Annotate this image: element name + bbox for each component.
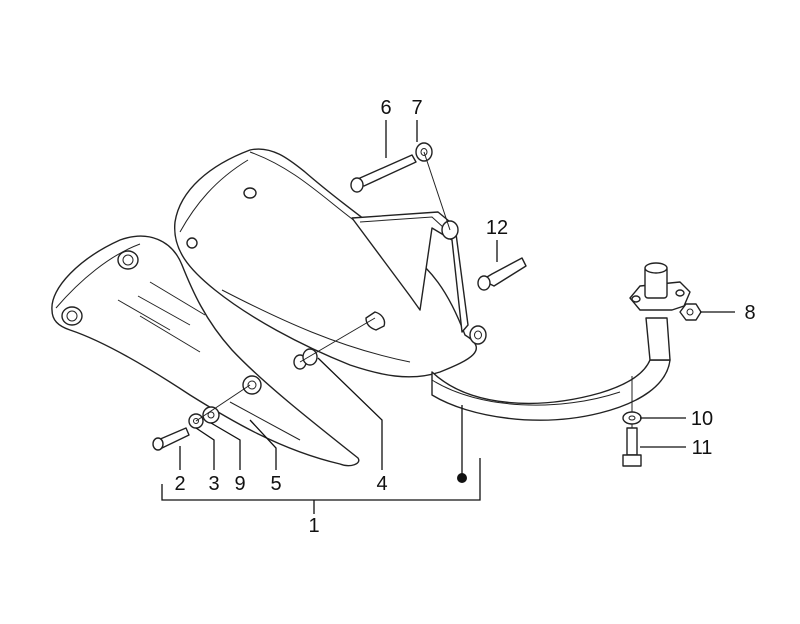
bullet-dot [457, 473, 467, 483]
callout-8: 8 [744, 302, 755, 324]
heat-shield [51, 235, 360, 467]
callout-9: 9 [234, 473, 245, 495]
screw-part-11 [622, 427, 642, 467]
pipe-flange [629, 262, 691, 311]
callout-labels: 6 7 12 8 10 11 2 3 9 5 4 1 [174, 97, 755, 537]
callout-1: 1 [308, 515, 319, 537]
callout-5: 5 [270, 473, 281, 495]
assembly-lines [195, 151, 633, 428]
muffler-body [174, 148, 477, 378]
exhaust-pipe [431, 317, 671, 421]
screw-part-6 [350, 154, 417, 193]
callout-12: 12 [486, 217, 508, 239]
callout-3: 3 [208, 473, 219, 495]
callout-4: 4 [376, 473, 387, 495]
callout-6: 6 [380, 97, 391, 119]
callout-11: 11 [692, 437, 713, 459]
callout-7: 7 [411, 97, 422, 119]
leader-lines [161, 120, 735, 514]
screw-part-2 [152, 427, 190, 451]
washer-part-10 [622, 411, 642, 425]
callout-2: 2 [174, 473, 185, 495]
callout-10: 10 [691, 408, 713, 430]
screw-part-12 [477, 257, 527, 291]
